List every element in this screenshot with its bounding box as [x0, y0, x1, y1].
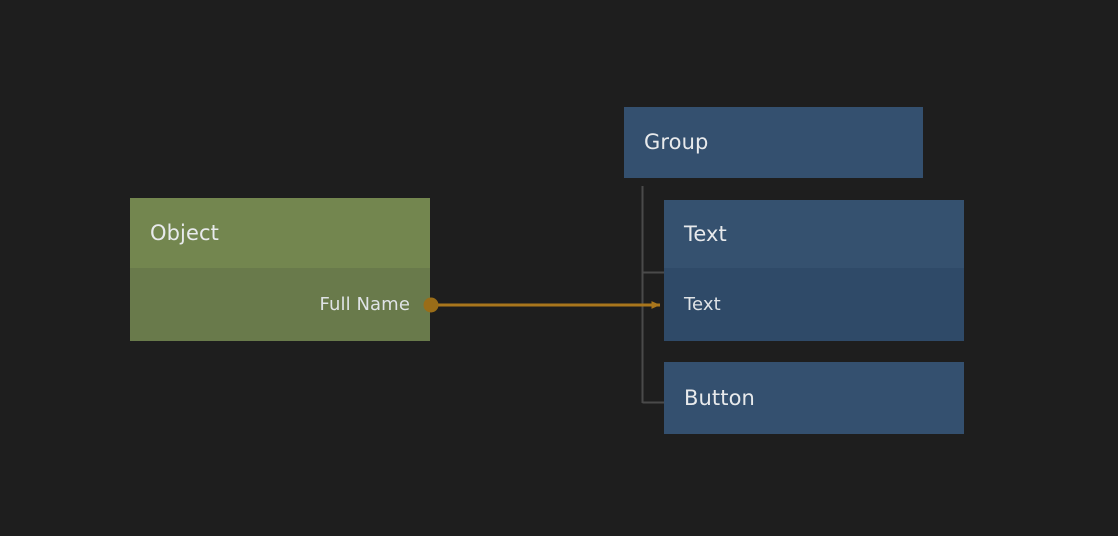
node-object-body[interactable]: Full Name	[130, 268, 430, 341]
node-text[interactable]: Text Text	[664, 200, 964, 341]
node-object-header[interactable]: Object	[130, 198, 430, 268]
node-text-body[interactable]: Text	[664, 268, 964, 341]
node-object-title: Object	[150, 220, 219, 245]
node-object-field-full-name[interactable]: Full Name	[319, 293, 410, 315]
node-text-field-text[interactable]: Text	[684, 293, 721, 315]
node-button-title: Button	[684, 385, 755, 410]
node-text-header[interactable]: Text	[664, 200, 964, 268]
node-group-title: Group	[644, 130, 709, 154]
node-button-header[interactable]: Button	[664, 362, 964, 434]
node-group[interactable]: Group	[624, 107, 923, 178]
node-text-title: Text	[684, 221, 727, 246]
node-group-header[interactable]: Group	[624, 107, 923, 178]
node-button[interactable]: Button	[664, 362, 964, 434]
node-object[interactable]: Object Full Name	[130, 198, 430, 341]
